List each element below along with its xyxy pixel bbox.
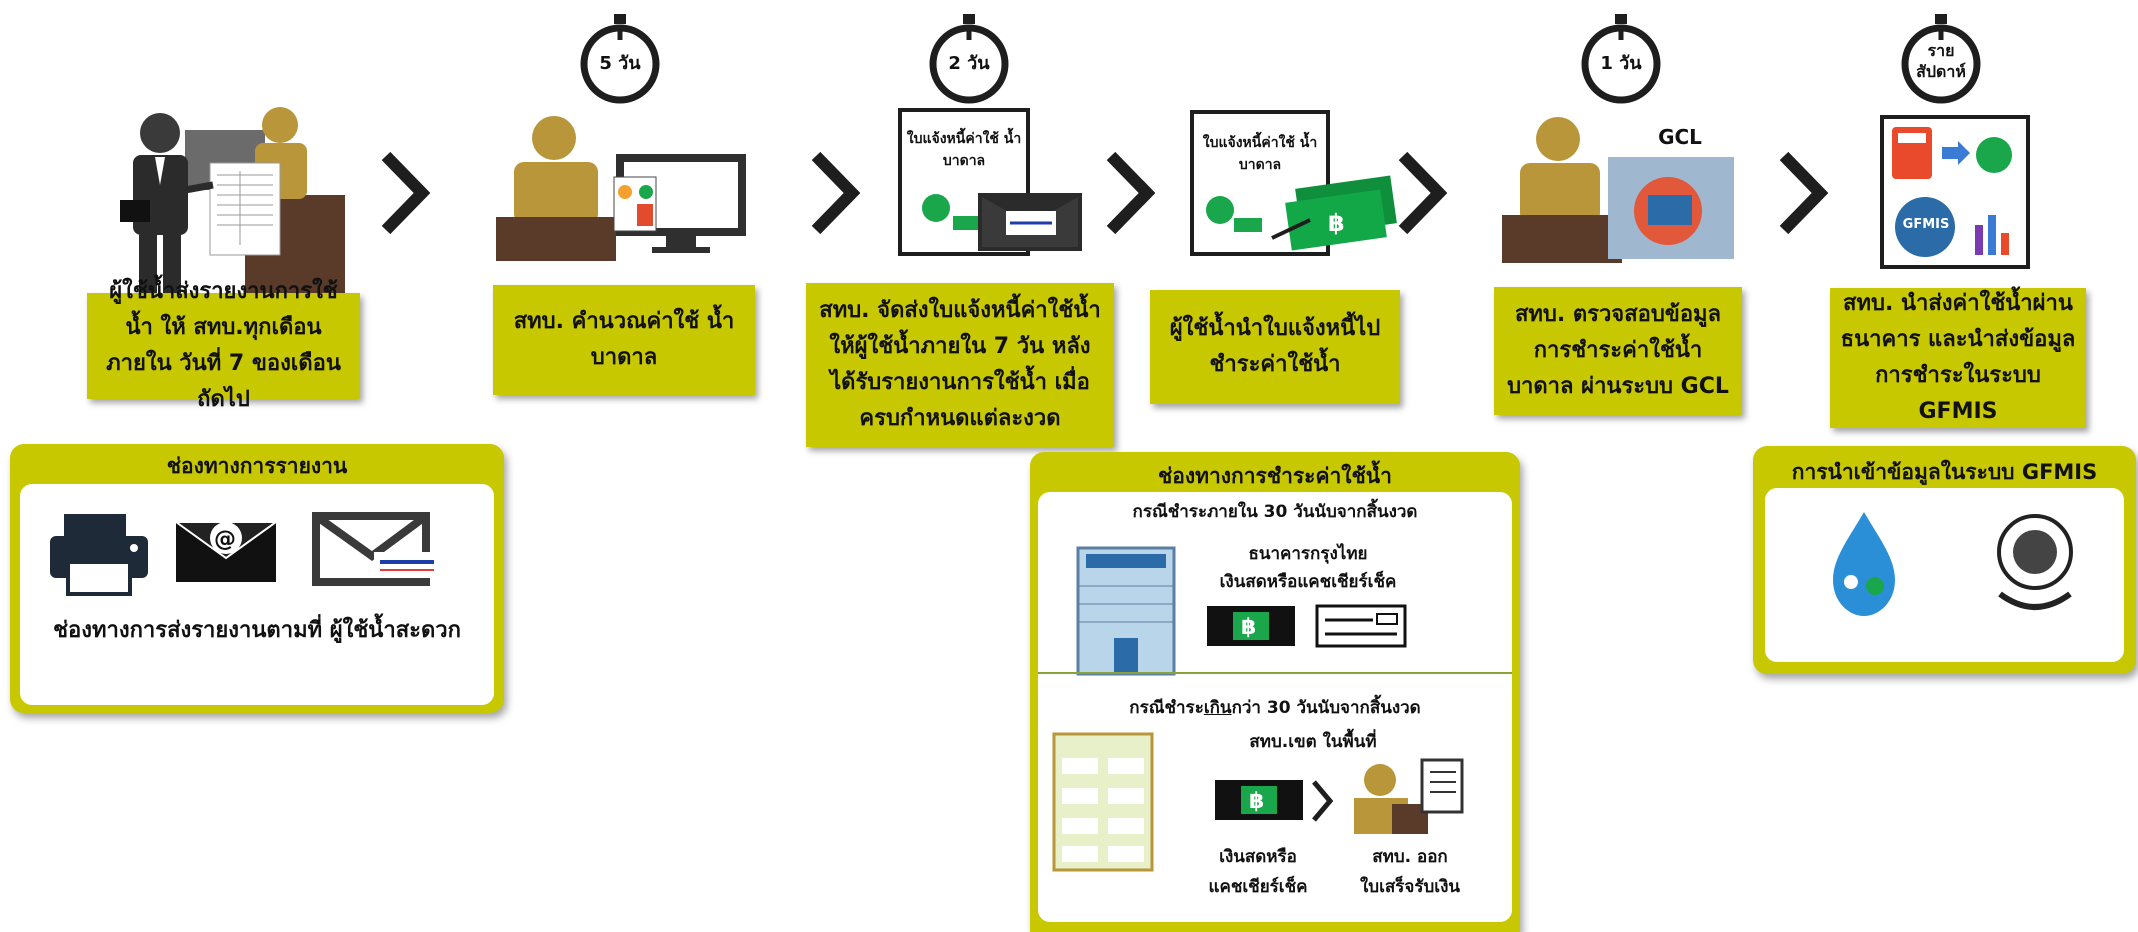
chevron-right-icon: [381, 151, 430, 235]
bank-building-icon: [1076, 546, 1176, 676]
step4-text: ผู้ใช้น้ำนำใบแจ้งหนี้ไป ชำระค่าใช้น้ำ: [1169, 316, 1381, 377]
stopwatch-icon: [1581, 14, 1661, 104]
svg-text:฿: ฿: [1328, 209, 1345, 237]
step2-illustration: [494, 112, 754, 262]
chevron-right-icon: [1398, 151, 1447, 235]
svg-text:฿: ฿: [1241, 615, 1256, 640]
gfmis-panel-title: การนำเข้าข้อมูลในระบบ GFMIS: [1791, 460, 2098, 484]
step1-illustration: [115, 105, 345, 295]
invoice-label: ใบแจ้งหนี้ค่าใช้ น้ำบาดาล: [1202, 135, 1318, 173]
timer-step-2: 5 วัน: [575, 14, 665, 104]
invoice-envelope-icon: [898, 108, 1082, 256]
svg-text:฿: ฿: [1249, 789, 1264, 814]
report-panel-text: ช่องทางการส่งรายงานตามที่ ผู้ใช้น้ำสะดวก: [53, 618, 461, 643]
office-text: สทบ.เขต ในพื้นที่: [1249, 732, 1377, 752]
chevron-right-icon: [1312, 780, 1334, 822]
step5-text: สทบ. ตรวจสอบข้อมูล การชำระค่าใช้น้ำบาดาล…: [1507, 302, 1729, 399]
timer-step-5: 1 วัน: [1576, 14, 1666, 104]
step5-box: สทบ. ตรวจสอบข้อมูล การชำระค่าใช้น้ำบาดาล…: [1494, 287, 1742, 415]
case2-suffix: กว่า 30 วันนับจากสิ้นงวด: [1231, 698, 1421, 718]
timer-label: 5 วัน: [599, 53, 641, 74]
timer-step-3: 2 วัน: [924, 14, 1014, 104]
cheque-icon: [1315, 604, 1407, 648]
groundwater-fund-logo: [1833, 512, 1895, 616]
stopwatch-icon: [1901, 14, 1981, 104]
step3-text: สทบ. จัดส่งใบแจ้งหนี้ค่าใช้น้ำ ให้ผู้ใช้…: [819, 298, 1101, 431]
printer-icon: [50, 514, 148, 596]
timer-label: ราย สัปดาห์: [1916, 41, 1966, 81]
stopwatch-icon: [580, 14, 660, 104]
chevron-right-icon: [1779, 151, 1828, 235]
receipt-book-icon: [1052, 732, 1154, 872]
officer-computer-icon: [496, 116, 746, 261]
report-channels-panel: ช่องทางการรายงาน @ ช่องทางการส่งรายงานตา…: [10, 444, 504, 713]
step3-box: สทบ. จัดส่งใบแจ้งหนี้ค่าใช้น้ำ ให้ผู้ใช้…: [806, 283, 1114, 447]
chevron-right-icon: [1106, 151, 1155, 235]
chevron-right-icon: [811, 151, 860, 235]
gfmis-panel: การนำเข้าข้อมูลในระบบ GFMIS: [1753, 446, 2136, 674]
email-icon: @: [172, 521, 280, 582]
step3-illustration: ใบแจ้งหนี้ค่าใช้ น้ำบาดาล: [898, 108, 1088, 258]
step4-illustration: ฿ ใบแจ้งหนี้ค่าใช้ น้ำบาดาล: [1190, 110, 1400, 260]
officer-gcl-icon: [1502, 117, 1734, 263]
bank-name: ธนาคารกรุงไทย: [1248, 544, 1368, 564]
person-report-icon: [120, 107, 345, 295]
step6-box: สทบ. นำส่งค่าใช้น้ำผ่าน ธนาคาร และนำส่งข…: [1830, 288, 2086, 428]
timer-label: 1 วัน: [1600, 53, 1642, 74]
step6-illustration: GFMIS: [1880, 115, 2030, 270]
pay-method-text: เงินสดหรือ แคชเชียร์เช็ค: [1208, 847, 1308, 897]
cash-icon: ฿: [1215, 780, 1303, 820]
timer-label: 2 วัน: [948, 53, 990, 74]
step4-box: ผู้ใช้น้ำนำใบแจ้งหนี้ไป ชำระค่าใช้น้ำ: [1150, 290, 1400, 404]
receipt-text: สทบ. ออก ใบเสร็จรับเงิน: [1359, 847, 1461, 897]
cash-cheque-text: เงินสดหรือแคชเชียร์เช็ค: [1219, 572, 1397, 592]
thailand-post-icon: [312, 512, 438, 586]
payment-case1-text: กรณีชำระภายใน 30 วันนับจากสิ้นงวด: [1132, 502, 1418, 522]
timer-step-6: ราย สัปดาห์: [1896, 14, 1986, 104]
panel-divider: [1038, 672, 1512, 674]
invoice-label: ใบแจ้งหนี้ค่าใช้ น้ำบาดาล: [906, 131, 1022, 169]
payment-panel-title: ช่องทางการชำระค่าใช้น้ำ: [1158, 464, 1392, 488]
report-panel-title: ช่องทางการรายงาน: [166, 454, 348, 478]
calculator-gfmis-icon: [1880, 115, 2030, 269]
step1-text: ผู้ใช้น้ำส่งรายงานการใช้น้ำ ให้ สทบ.ทุกเ…: [106, 279, 341, 412]
officer-receipt-icon: [1354, 758, 1464, 834]
gcl-label: GCL: [1658, 125, 1702, 149]
case2-underline: เกิน: [1203, 698, 1232, 718]
payment-case2-text: กรณีชำระเกินกว่า 30 วันนับจากสิ้นงวด: [1038, 694, 1512, 721]
ministry-of-finance-logo: [1997, 514, 2073, 610]
svg-text:@: @: [214, 527, 236, 552]
invoice-cash-icon: ฿: [1190, 110, 1397, 256]
step5-illustration: GCL: [1500, 115, 1740, 265]
step2-text: สทบ. คำนวณค่าใช้ น้ำบาดาล: [513, 309, 735, 370]
case2-prefix: กรณีชำระ: [1129, 698, 1204, 718]
gfmis-logo: GFMIS: [1902, 217, 1950, 232]
cash-icon: ฿: [1207, 606, 1295, 646]
step6-text: สทบ. นำส่งค่าใช้น้ำผ่าน ธนาคาร และนำส่งข…: [1840, 291, 2076, 424]
stopwatch-icon: [929, 14, 1009, 104]
payment-channels-panel: ช่องทางการชำระค่าใช้น้ำ กรณีชำระภายใน 30…: [1030, 452, 1520, 932]
step2-box: สทบ. คำนวณค่าใช้ น้ำบาดาล: [493, 285, 755, 395]
step1-box: ผู้ใช้น้ำส่งรายงานการใช้น้ำ ให้ สทบ.ทุกเ…: [87, 279, 360, 412]
